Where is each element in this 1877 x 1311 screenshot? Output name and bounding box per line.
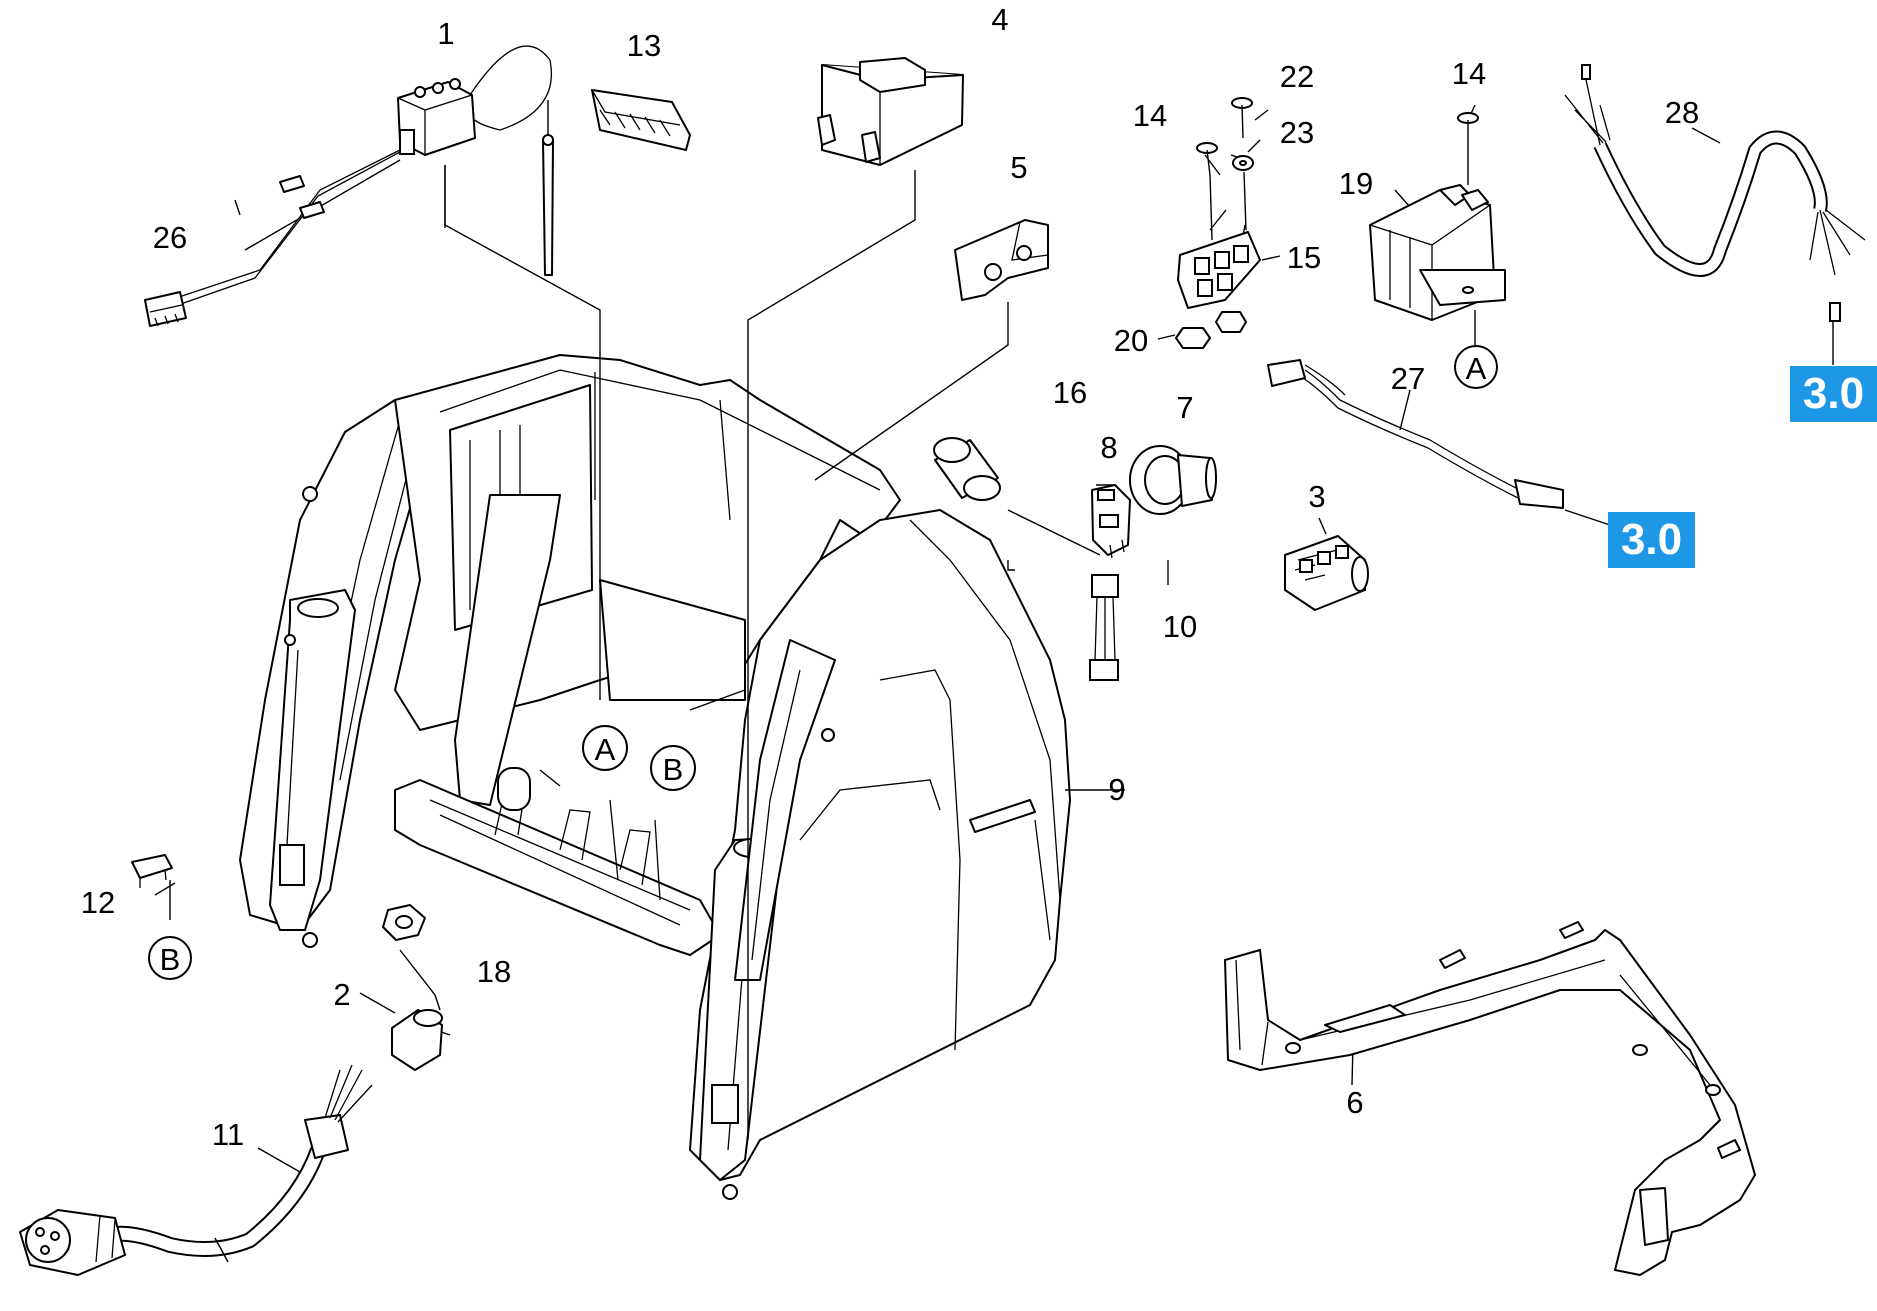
part-clip [131, 854, 173, 888]
callout-labels: 1 2 3 4 5 6 7 8 9 10 11 12 13 14 14 15 1… [81, 2, 1699, 1152]
part-power-cable [19, 1064, 373, 1276]
callout-5: 5 [1010, 150, 1027, 185]
part-clamp-assembly [1175, 97, 1261, 349]
callout-15: 15 [1287, 240, 1321, 275]
svg-text:A: A [1466, 351, 1487, 386]
callout-12: 12 [81, 885, 115, 920]
svg-text:A: A [595, 732, 616, 767]
callout-18: 18 [477, 954, 511, 989]
part-wire-harness-26 [144, 149, 401, 327]
callout-23: 23 [1280, 115, 1314, 150]
callout-19: 19 [1339, 166, 1373, 201]
part-bushing [933, 437, 1001, 501]
part-cable-28 [1564, 64, 1866, 322]
marker-B-housing: B [650, 745, 696, 791]
callout-14b: 14 [1452, 56, 1486, 91]
callout-26: 26 [153, 220, 187, 255]
callout-8: 8 [1100, 430, 1117, 465]
ref-badge-cable-27[interactable]: 3.0 [1608, 512, 1695, 568]
part-nut [382, 904, 426, 941]
callout-3: 3 [1308, 479, 1325, 514]
callout-27: 27 [1391, 361, 1425, 396]
callout-14a: 14 [1133, 98, 1167, 133]
callout-20: 20 [1114, 323, 1148, 358]
part-knob [1129, 445, 1217, 515]
svg-text:B: B [663, 752, 684, 787]
part-cable-10 [1089, 574, 1119, 681]
marker-A-housing: A [582, 725, 628, 771]
callout-11: 11 [212, 1117, 244, 1152]
callout-2: 2 [333, 977, 350, 1012]
part-relay [1369, 112, 1506, 321]
part-ribbon-cable-27 [1267, 359, 1564, 509]
main-housing [239, 354, 1071, 1200]
callout-16: 16 [1053, 375, 1087, 410]
callout-10: 10 [1163, 609, 1197, 644]
marker-A-relay: A [1454, 345, 1498, 389]
callout-1: 1 [437, 16, 454, 51]
part-transformer [817, 57, 964, 166]
part-terminal-strip [591, 89, 691, 151]
part-cable-gland [391, 1009, 443, 1071]
callout-6: 6 [1346, 1085, 1363, 1120]
svg-text:B: B [160, 942, 181, 977]
callout-22: 22 [1280, 59, 1314, 94]
callout-28: 28 [1665, 95, 1699, 130]
ref-badge-cable-28[interactable]: 3.0 [1790, 366, 1877, 422]
part-handle-frame [1224, 921, 1756, 1276]
part-terminal-block [1284, 535, 1369, 611]
callout-13: 13 [627, 28, 661, 63]
part-switch [1091, 484, 1131, 559]
part-thermostat [397, 45, 554, 276]
part-bracket [954, 219, 1049, 301]
callout-9: 9 [1108, 772, 1125, 807]
marker-B-clip: B [148, 936, 192, 980]
leader-lines [154, 104, 1834, 1173]
callout-7: 7 [1176, 390, 1193, 425]
callout-4: 4 [991, 2, 1008, 37]
